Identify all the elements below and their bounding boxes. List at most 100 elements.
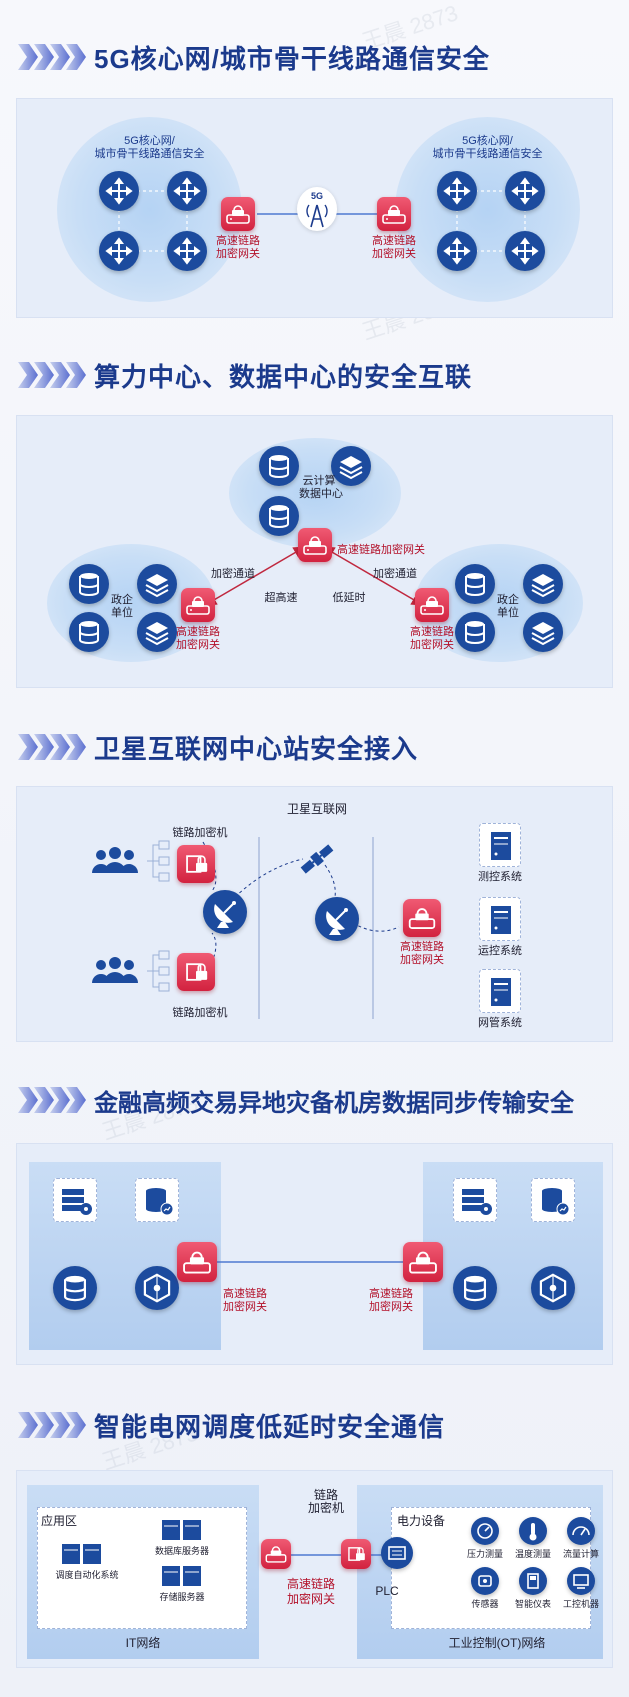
system-label: 网管系统 [478,1017,522,1029]
chevron-arrows-icon [18,362,86,388]
layers-icon [523,564,563,604]
system-label: 数据库服务器 [154,1546,209,1556]
database-icon [69,564,109,604]
layers-icon [137,612,177,652]
section-title-grid: 智能电网调度低延时安全通信 [18,1405,445,1445]
device-label: 温度测量 [514,1549,551,1559]
plc-icon [381,1537,413,1569]
encryptor-label: 链路加密机 [172,827,228,839]
layers-icon [137,564,177,604]
layers-icon [523,612,563,652]
cluster-right [395,117,580,302]
tower-5g-icon: 5G [297,187,337,231]
database-icon [453,1266,497,1310]
zone-label: 电力设备 [397,1514,446,1528]
device-label: 智能仪表 [514,1599,551,1609]
channel-label: 加密通道 [211,568,255,580]
server-icon [479,969,521,1013]
link-encryptor-icon [177,845,215,883]
layers-icon [331,446,371,486]
database-icon [455,564,495,604]
system-label: 测控系统 [478,871,522,883]
chevron-arrows-icon [18,44,86,70]
chevron-arrows-icon [18,1412,86,1438]
s2-links [204,546,424,606]
channel-label: 加密通道 [373,568,417,580]
network-bracket-icon [145,949,173,993]
server-pair-icon [161,1565,203,1587]
section-heading: 5G核心网/城市骨干线路通信安全 [94,43,490,74]
users-icon [87,955,143,987]
gateway-label: 高速链路加密网关 [286,1577,335,1606]
server-rack-icon [453,1178,497,1222]
cluster-left [57,117,242,302]
router-icon [99,231,139,271]
encryptor-label: 链路加密机 [172,1007,228,1019]
thermometer-icon [519,1517,547,1545]
gateway-label: 高速链路加密网关 [400,941,444,966]
industrial-pc-icon [567,1567,595,1595]
panel-finance: 高速链路加密网关 高速链路加密网关 [16,1143,613,1365]
cluster-left-label: 5G核心网/城市骨干线路通信安全 [94,135,205,160]
s4-links [213,1261,417,1263]
database-icon [259,446,299,486]
network-bracket-icon [145,839,173,883]
ot-network-label: 工业控制(OT)网络 [448,1636,546,1650]
system-label: 存储服务器 [159,1592,205,1602]
router-icon [99,171,139,211]
panel-satellite: 卫星互联网 链路加密机 链路加密机 高速链路加密网关 测控系统 运控系统 网管系… [16,786,613,1042]
server-icon [479,823,521,867]
encryption-gateway-icon [377,197,411,231]
system-label: 运控系统 [478,945,522,957]
zone-label: 应用区 [41,1514,78,1528]
server-pair-icon [161,1519,203,1541]
router-icon [167,171,207,211]
router-icon [167,231,207,271]
tower-label: 5G [310,191,323,201]
gateway-label: 高速链路加密网关 [410,626,454,651]
plc-label: PLC [375,1584,399,1598]
gateway-label: 高速链路加密网关 [337,544,425,556]
database-icon [53,1266,97,1310]
encryption-gateway-icon [221,197,255,231]
device-label: 工控机器 [562,1599,599,1609]
encryptor-label: 链路加密机 [307,1488,344,1515]
encryption-gateway-icon [403,1242,443,1282]
encryption-gateway-icon [261,1539,291,1569]
link-encryptor-icon [177,953,215,991]
database-icon [69,612,109,652]
database-icon [259,496,299,536]
server-pair-icon [61,1543,103,1565]
network-node-icon [531,1266,575,1310]
smart-meter-icon [519,1567,547,1595]
router-icon [505,171,545,211]
section-heading: 智能电网调度低延时安全通信 [94,1411,446,1442]
panel-grid: 应用区 调度自动化系统 数据库服务器 存储服务器 IT网络 链路加密机 高速链路… [16,1470,613,1668]
pressure-gauge-icon [471,1517,499,1545]
device-label: 传感器 [471,1599,499,1609]
org-label-right: 政企单位 [497,594,519,619]
section-title-finance: 金融高频交易异地灾备机房数据同步传输安全 [18,1080,574,1120]
panel-5g: 5G核心网/城市骨干线路通信安全 5G核心网/城市骨干线路通信安全 5G [16,98,613,318]
section-heading: 卫星互联网中心站安全接入 [94,733,419,764]
encryption-gateway-icon [298,528,332,562]
router-icon [505,231,545,271]
org-label-left: 政企单位 [111,594,133,619]
system-label: 调度自动化系统 [55,1570,119,1580]
speed-label: 超高速 [264,592,298,604]
sensor-icon [471,1567,499,1595]
encryption-gateway-icon [181,588,215,622]
network-node-icon [135,1266,179,1310]
gateway-label: 高速链路加密网关 [216,235,260,260]
encryption-gateway-icon [415,588,449,622]
router-icon [437,231,477,271]
satellite-dish-icon [315,897,359,941]
panel-datacenter: 云计算数据中心 政企单位 政企单位 高速链路加密网关 高速链路加密网关 高速链路… [16,415,613,688]
network-title: 卫星互联网 [286,802,347,816]
server-rack-icon [53,1178,97,1222]
satellite-icon [295,837,339,881]
section-heading: 算力中心、数据中心的安全互联 [94,361,473,392]
latency-label: 低延时 [332,592,366,604]
cluster-right-label: 5G核心网/城市骨干线路通信安全 [432,135,543,160]
section-title-satellite: 卫星互联网中心站安全接入 [18,727,418,767]
